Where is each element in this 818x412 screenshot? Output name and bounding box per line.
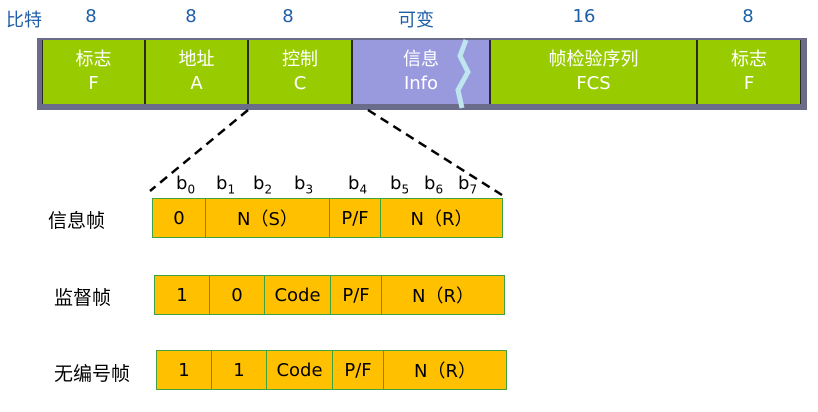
supervisory-frame-cell-1: 1 — [154, 275, 210, 315]
unnumbered-frame-cell-code: Code — [266, 350, 333, 390]
row-label-unnumbered-frame: 无编号帧 — [54, 363, 131, 385]
unnumbered-frame-cell-2: 1 — [211, 350, 267, 390]
unnumbered-frame-cell-pf: P/F — [332, 350, 384, 390]
bit-header-b3: b3 — [294, 173, 314, 197]
supervisory-frame-cell-2: 0 — [209, 275, 265, 315]
info-frame-cell-type: 0 — [152, 198, 206, 238]
info-frame-cell-pf: P/F — [329, 198, 381, 238]
supervisory-frame-cell-code: Code — [264, 275, 331, 315]
field-fcs: 帧检验序列 FCS — [490, 40, 697, 104]
field-flag-end-abbr: F — [743, 73, 755, 94]
bit-width-address: 8 — [185, 6, 197, 27]
row-label-info-frame: 信息帧 — [48, 210, 106, 232]
field-address-name: 地址 — [178, 49, 215, 70]
bit-header-b1: b1 — [216, 173, 236, 197]
field-info-name: 信息 — [403, 49, 439, 70]
supervisory-frame-cell-pf: P/F — [330, 275, 382, 315]
bit-header-b0: b0 — [176, 173, 196, 197]
field-address: 地址 A — [145, 40, 248, 104]
field-flag-end-name: 标志 — [731, 49, 767, 70]
bit-width-fcs: 16 — [572, 6, 596, 27]
bit-width-flag-end: 8 — [742, 6, 754, 27]
field-control-abbr: C — [293, 73, 307, 94]
bit-header-b7: b7 — [458, 173, 478, 197]
bit-header-b4: b4 — [348, 173, 368, 197]
unnumbered-frame-cell-1: 1 — [156, 350, 212, 390]
bit-header-b2: b2 — [253, 173, 273, 197]
bits-label: 比特 — [6, 10, 42, 31]
field-fcs-name: 帧检验序列 — [548, 49, 639, 70]
field-flag: 标志 F — [42, 40, 145, 104]
bit-width-control: 8 — [282, 6, 294, 27]
field-info-abbr: Info — [403, 73, 439, 94]
bit-width-info: 可变 — [398, 10, 434, 31]
field-address-abbr: A — [190, 73, 203, 94]
field-flag-end: 标志 F — [697, 40, 801, 104]
bit-header-b5: b5 — [390, 173, 410, 197]
field-control-name: 控制 — [282, 49, 318, 70]
field-flag-abbr: F — [88, 73, 99, 94]
field-flag-name: 标志 — [75, 49, 112, 70]
info-frame-cell-nr: N（R） — [380, 198, 503, 238]
field-control: 控制 C — [248, 40, 352, 104]
field-fcs-abbr: FCS — [576, 73, 611, 94]
bit-header-b6: b6 — [424, 173, 444, 197]
variable-length-break — [455, 39, 471, 109]
supervisory-frame-cell-nr: N（R） — [381, 275, 505, 315]
info-frame-cell-ns: N（S） — [205, 198, 330, 238]
unnumbered-frame-cell-nr: N（R） — [383, 350, 507, 390]
row-label-supervisory-frame: 监督帧 — [54, 287, 112, 309]
zoom-line-right — [367, 108, 503, 197]
bit-width-flag: 8 — [85, 6, 97, 27]
zoom-line-left — [149, 109, 249, 192]
